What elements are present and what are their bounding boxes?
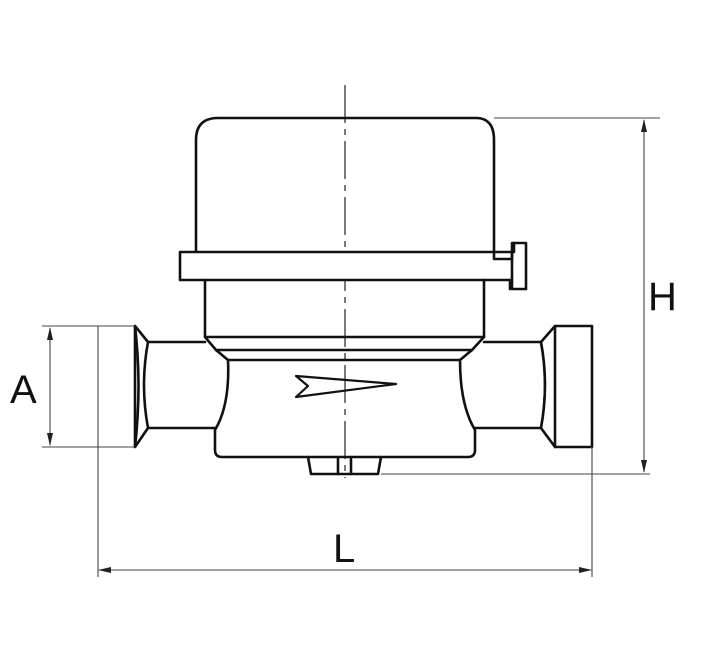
l-dimension-label: L	[333, 527, 355, 571]
ring-latch	[492, 241, 528, 291]
ring-latch-inner	[508, 241, 516, 291]
meter-body	[203, 335, 486, 459]
clamp-ring	[178, 250, 514, 282]
flow-arrow-icon	[294, 374, 398, 399]
a-arrow-bottom-icon	[47, 433, 53, 446]
left-nut	[133, 324, 150, 449]
h-dimension-label: H	[648, 275, 677, 319]
h-arrow-bottom-icon	[641, 460, 647, 473]
right-nut	[539, 324, 594, 449]
a-arrow-top-icon	[47, 327, 53, 340]
register-cap	[194, 116, 496, 254]
l-arrow-left-icon	[98, 567, 111, 573]
l-arrow-right-icon	[579, 567, 592, 573]
a-dimension-label: A	[10, 368, 37, 412]
h-arrow-top-icon	[641, 119, 647, 132]
meter-neck	[203, 278, 486, 339]
left-pipe	[142, 340, 217, 430]
left-nut-face	[133, 324, 140, 449]
drain-plug	[306, 455, 383, 476]
right-pipe	[473, 340, 547, 430]
